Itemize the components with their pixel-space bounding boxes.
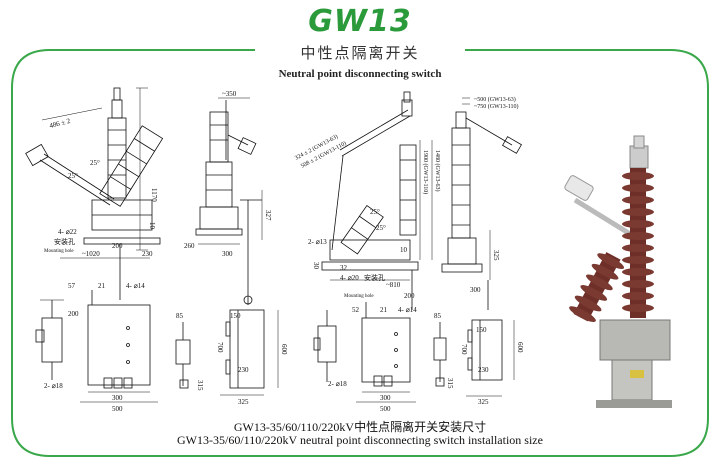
dim-d-1: ~750 (GW13-110) <box>474 103 519 110</box>
dim-c-11: 安装孔 <box>364 273 385 282</box>
dim-b-10: 315 <box>196 380 204 391</box>
green-frame <box>11 49 709 457</box>
dim-c-9: 32 <box>340 264 348 272</box>
dim-a-14: 200 <box>68 310 79 318</box>
dim-a-17: 500 <box>112 405 123 413</box>
dim-c-6: 2- ⌀13 <box>308 238 327 246</box>
dim-d-4: 85 <box>434 312 442 320</box>
dim-a-15: 2- ⌀18 <box>44 382 63 390</box>
dim-a-9: ~1020 <box>82 250 100 258</box>
dim-a-11: 57 <box>68 282 76 290</box>
dim-d-5: 150 <box>476 326 487 334</box>
dim-c-19: 300 <box>380 394 391 402</box>
dim-d-8: 230 <box>478 366 489 374</box>
dim-a-4: 10 <box>148 222 156 230</box>
dim-a-8: 200 <box>112 242 123 250</box>
dim-b-6: 700 <box>216 342 224 353</box>
dim-c-3: 25° <box>376 224 386 232</box>
dim-a-10: 230 <box>142 250 153 258</box>
dim-b-7: 600 <box>280 344 288 355</box>
subtitle-english: Neutral point disconnecting switch <box>278 68 442 80</box>
dim-b-3: 300 <box>222 250 233 258</box>
dim-b-2: 260 <box>184 242 195 250</box>
dim-b-5: 150 <box>230 312 241 320</box>
page-title: GW13 <box>308 4 412 39</box>
dim-c-20: 500 <box>380 405 391 413</box>
dim-a-3: 1170 <box>150 188 158 202</box>
caption-english: GW13-35/60/110/220kV neutral point disco… <box>177 433 543 447</box>
dim-d-3: 300 <box>470 286 481 294</box>
dim-a-16: 300 <box>112 394 123 402</box>
dim-d-6: 700 <box>460 344 468 355</box>
dim-c-16: 21 <box>380 306 388 314</box>
dim-d-2: 325 <box>492 250 500 261</box>
vertical-insulator <box>622 168 654 318</box>
dim-c-18: 2- ⌀18 <box>328 380 347 388</box>
drawing-d-front-view <box>433 97 522 397</box>
dim-c-8: 10 <box>400 246 408 254</box>
dim-b-8: 230 <box>238 366 249 374</box>
tilted-insulator <box>569 252 625 323</box>
dim-c-5: 1480 (GW13-63) <box>434 150 441 192</box>
dim-c-7: 30 <box>312 262 320 270</box>
subtitle-chinese: 中性点隔离开关 <box>300 44 420 62</box>
dim-d-9: 325 <box>478 398 489 406</box>
caption-chinese: GW13-35/60/110/220kV中性点隔离开关安装尺寸 <box>233 420 487 434</box>
dim-a-6: 安装孔 <box>54 237 75 246</box>
dim-a-7: Mounting hole <box>44 249 74 254</box>
dim-c-13: ~810 <box>386 281 401 289</box>
dim-c-15: 52 <box>352 306 360 314</box>
dim-b-0: ~350 <box>222 90 237 98</box>
dim-b-1: 327 <box>264 210 272 221</box>
dim-c-2: 25° <box>370 208 380 216</box>
dim-c-4: 1900 (GW13-110) <box>422 150 429 194</box>
drawing-b-front-view <box>175 97 279 396</box>
drawing-c-side-view <box>313 91 433 403</box>
dim-c-14: 200 <box>404 292 415 300</box>
drawing-a-side-view <box>25 87 164 403</box>
dim-a-5: 4- ⌀22 <box>58 228 77 236</box>
dim-a-12: 21 <box>98 282 106 290</box>
dim-a-13: 4- ⌀14 <box>126 282 145 290</box>
dim-d-7: 600 <box>516 342 524 353</box>
dim-c-17: 4- ⌀14 <box>398 306 417 314</box>
dim-d-0: ~500 (GW13-63) <box>474 96 516 103</box>
dim-a-2: 25° <box>68 172 78 180</box>
dim-c-10: 4- ⌀20 <box>340 274 359 282</box>
dim-c-12: Mounting hole <box>344 294 374 299</box>
dim-d-10: 315 <box>446 378 454 389</box>
dim-a-1: 25° <box>90 159 100 167</box>
dim-b-9: 325 <box>238 398 249 406</box>
dim-b-4: 85 <box>176 312 184 320</box>
